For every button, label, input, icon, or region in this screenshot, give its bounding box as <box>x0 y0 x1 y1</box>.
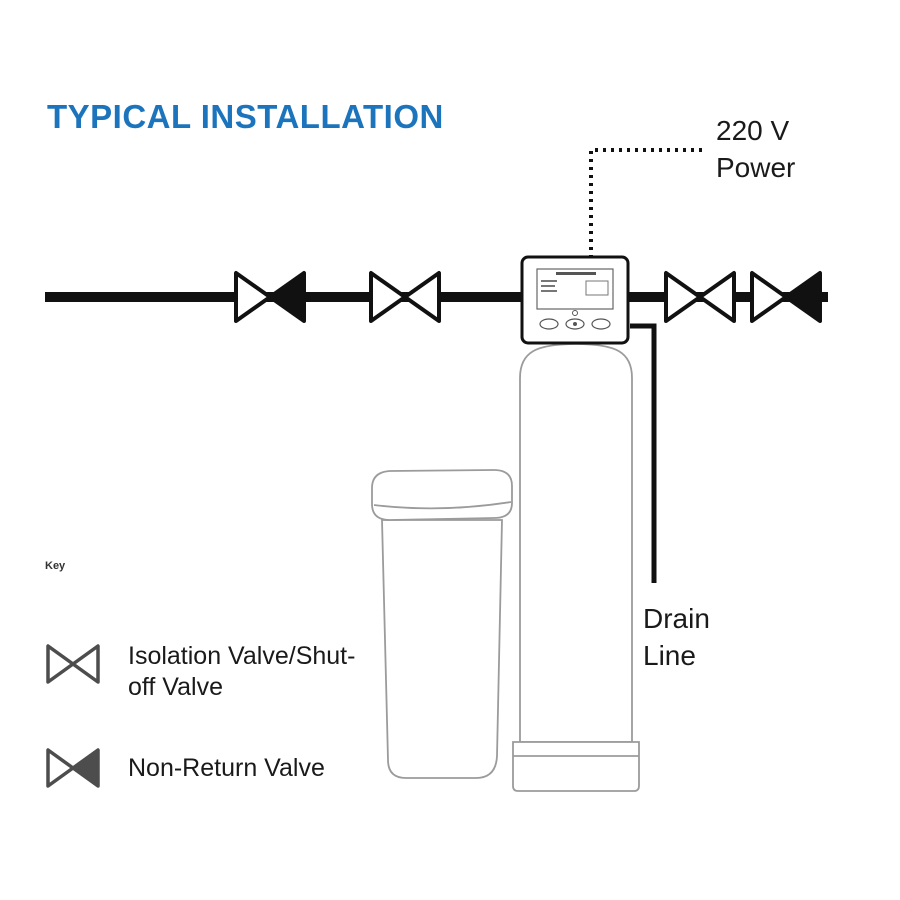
resin-tank <box>512 343 640 792</box>
isolation-valve-icon <box>664 271 736 323</box>
valve-half-open <box>403 271 441 323</box>
valve-half-open <box>369 271 407 323</box>
drain-label-line2: Line <box>643 640 696 671</box>
valve-half-filled <box>784 271 822 323</box>
valve-half-filled <box>268 271 306 323</box>
resin-tank-body <box>519 343 633 743</box>
power-label-line1: 220 V <box>716 115 790 146</box>
control-valve-head <box>520 255 630 345</box>
drain-line <box>630 323 657 583</box>
isolation-valve-icon <box>46 644 100 684</box>
valve-half-open <box>698 271 736 323</box>
drain-label: Drain Line <box>643 600 710 674</box>
legend-label-line: Isolation Valve/Shut- <box>128 642 356 670</box>
control-display-graphics <box>541 272 609 296</box>
power-line <box>589 148 706 258</box>
valve-half-open <box>46 748 75 788</box>
valve-half-filled <box>71 748 100 788</box>
brine-tank-body <box>381 519 503 779</box>
key-heading: Key <box>45 560 66 572</box>
power-label-line2: Power <box>716 152 796 183</box>
legend-item-non-return-valve-label: Non-Return Valve <box>128 753 325 784</box>
valve-half-open <box>234 271 272 323</box>
legend-label-line: Non-Return Valve <box>128 754 325 782</box>
brine-tank-lid-rim <box>373 501 512 510</box>
legend-item-isolation-valve-label: Isolation Valve/Shut- off Valve <box>128 641 355 703</box>
legend-label-line: off Valve <box>128 673 223 701</box>
isolation-valve-icon <box>369 271 441 323</box>
brine-tank-lid <box>371 469 513 521</box>
valve-half-open <box>71 644 100 684</box>
control-buttons <box>539 310 611 330</box>
brine-tank <box>371 469 513 779</box>
power-label: 220 V Power <box>716 112 795 186</box>
valve-half-open <box>46 644 75 684</box>
non-return-valve-icon <box>750 271 822 323</box>
non-return-valve-icon <box>234 271 306 323</box>
resin-tank-base <box>512 741 640 792</box>
control-display <box>536 268 614 310</box>
valve-half-open <box>664 271 702 323</box>
non-return-valve-icon <box>46 748 100 788</box>
page-title: TYPICAL INSTALLATION <box>47 98 444 135</box>
drain-label-line1: Drain <box>643 603 710 634</box>
valve-half-open <box>750 271 788 323</box>
